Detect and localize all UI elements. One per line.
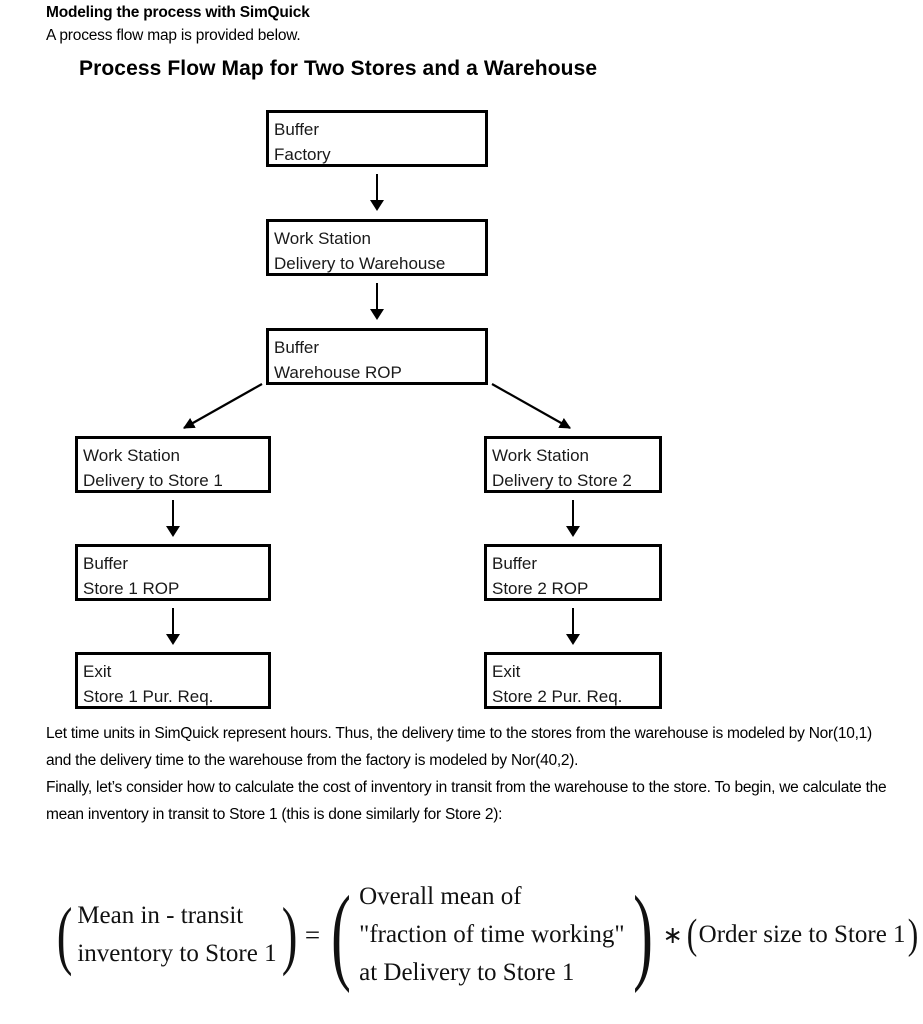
- node-delivery-to-warehouse: Work Station Delivery to Warehouse: [266, 219, 488, 276]
- arrow-store-1-rop-to-exit: [166, 608, 180, 645]
- right-line: Order size to Store 1: [698, 921, 906, 948]
- left-line-1: Mean in - transit: [77, 902, 244, 929]
- section-heading: Modeling the process with SimQuick: [46, 4, 310, 21]
- node-store-2-exit: Exit Store 2 Pur. Req.: [484, 652, 662, 709]
- open-paren-middle-group: (: [331, 875, 352, 994]
- node-name: Warehouse ROP: [274, 363, 402, 382]
- left-line-2: inventory to Store 1: [77, 940, 277, 967]
- node-name: Store 2 ROP: [492, 579, 589, 598]
- close-paren-right-group: ): [907, 912, 918, 958]
- node-name: Delivery to Warehouse: [274, 254, 446, 273]
- arrow-warehouse-to-store-2: [491, 383, 571, 429]
- node-delivery-to-store-2: Work Station Delivery to Store 2: [484, 436, 662, 493]
- node-name: Store 1 ROP: [83, 579, 180, 598]
- paragraph-delivery-times: Let time units in SimQuick represent hou…: [46, 725, 872, 769]
- node-store-1-rop: Buffer Store 1 ROP: [75, 544, 271, 601]
- process-flow-map: Buffer Factory Work Station Delivery to …: [75, 110, 662, 709]
- diagram-title: Process Flow Map for Two Stores and a Wa…: [79, 57, 598, 80]
- middle-group: Overall mean of "fraction of time workin…: [359, 878, 624, 992]
- node-type: Exit: [83, 662, 112, 681]
- open-paren-left-group: (: [56, 893, 73, 977]
- node-type: Work Station: [492, 446, 590, 465]
- close-paren-left-group: ): [281, 893, 298, 977]
- multiply-sign: ∗: [662, 922, 683, 949]
- node-type: Work Station: [83, 446, 181, 465]
- node-type: Work Station: [274, 229, 372, 248]
- arrow-warehouse-to-store-1: [183, 383, 263, 429]
- node-name: Factory: [274, 145, 331, 164]
- node-delivery-to-store-1: Work Station Delivery to Store 1: [75, 436, 271, 493]
- node-name: Delivery to Store 2: [492, 471, 632, 490]
- node-type: Buffer: [83, 554, 129, 573]
- intro-subline: A process flow map is provided below.: [46, 27, 301, 44]
- body-text-block: Let time units in SimQuick represent hou…: [46, 720, 891, 828]
- arrow-store-2-rop-to-exit: [566, 608, 580, 645]
- left-group: Mean in - transit inventory to Store 1: [77, 897, 276, 973]
- node-name: Delivery to Store 1: [83, 471, 223, 490]
- arrow-factory-to-delivery-warehouse: [370, 174, 384, 211]
- middle-line-3: at Delivery to Store 1: [359, 959, 575, 986]
- mean-in-transit-equation: ( Mean in - transit inventory to Store 1…: [52, 878, 920, 992]
- open-paren-right-group: (: [686, 912, 697, 958]
- node-type: Buffer: [274, 338, 320, 357]
- close-paren-middle-group: ): [632, 875, 653, 994]
- node-store-1-exit: Exit Store 1 Pur. Req.: [75, 652, 271, 709]
- branch-arrows: [183, 383, 571, 429]
- intro-text-block: Modeling the process with SimQuick A pro…: [46, 2, 886, 48]
- node-type: Buffer: [492, 554, 538, 573]
- node-name: Store 1 Pur. Req.: [83, 687, 214, 706]
- node-type: Exit: [492, 662, 521, 681]
- equals-sign: =: [304, 919, 321, 950]
- paragraph-inventory-cost: Finally, let’s consider how to calculate…: [46, 779, 887, 823]
- arrow-store-1-delivery-to-rop: [166, 500, 180, 537]
- middle-line-2: "fraction of time working": [359, 921, 625, 948]
- node-warehouse-rop: Buffer Warehouse ROP: [266, 328, 488, 385]
- node-name: Store 2 Pur. Req.: [492, 687, 623, 706]
- node-type: Buffer: [274, 120, 320, 139]
- node-factory: Buffer Factory: [266, 110, 488, 167]
- node-store-2-rop: Buffer Store 2 ROP: [484, 544, 662, 601]
- arrow-store-2-delivery-to-rop: [566, 500, 580, 537]
- middle-line-1: Overall mean of: [359, 883, 522, 910]
- arrow-delivery-warehouse-to-warehouse-rop: [370, 283, 384, 320]
